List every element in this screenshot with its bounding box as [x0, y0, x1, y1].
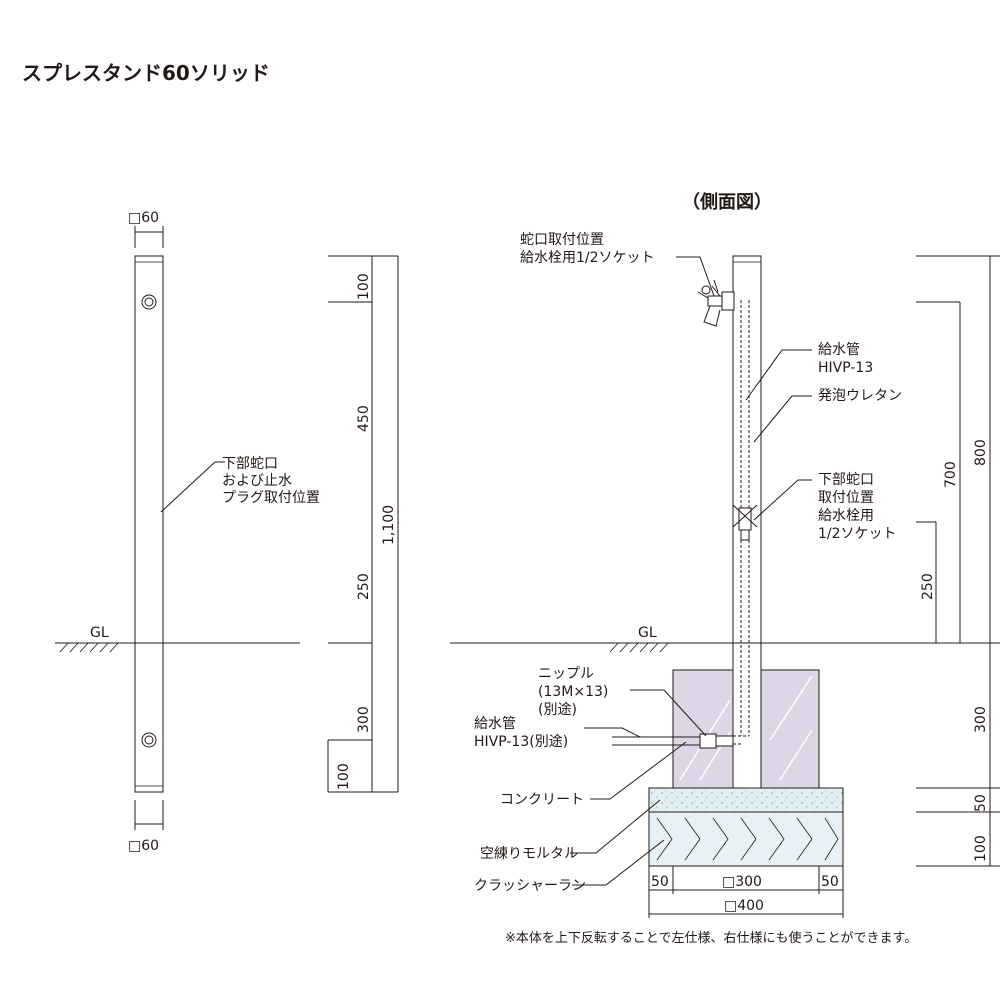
nipple-label: ニップル (13M×13) (別途): [538, 666, 613, 718]
side-dim-300: 300: [973, 706, 989, 733]
front-top-size: □60: [128, 210, 159, 226]
crusher-label: クラッシャーラン: [474, 878, 586, 894]
side-lower-faucet-label: 下部蛇口 取付位置 給水栓用 1/2ソケット: [818, 472, 897, 542]
supply-pipe-label: 給水管 HIVP-13: [818, 342, 873, 376]
front-lower-faucet-label: 下部蛇口 および止水 プラグ取付位置: [222, 456, 320, 506]
footnote: ※本体を上下反転することで左仕様、右仕様にも使うことができます。: [505, 930, 917, 946]
mortar-layer: [648, 787, 844, 813]
foam-label: 発泡ウレタン: [818, 388, 902, 404]
side-view-title: （側面図）: [682, 191, 772, 213]
upper-outlet-icon: [141, 294, 157, 310]
lower-outlet-icon: [141, 732, 157, 748]
front-dim-250: 250: [356, 573, 372, 600]
mortar-label: 空練りモルタル: [480, 846, 578, 862]
front-post: [134, 255, 164, 793]
foundation-dim-total: □400: [724, 898, 764, 914]
side-dim-800: 800: [973, 439, 989, 466]
side-dim-100: 100: [973, 835, 989, 862]
lower-faucet-icon: [732, 504, 758, 541]
faucet-position-label: 蛇口取付位置 給水栓用1/2ソケット: [520, 232, 655, 266]
front-view: □60 □60 下部蛇口 および止水 プラグ取付位置 GL: [55, 210, 399, 854]
front-dim-450: 450: [356, 405, 372, 432]
nipple-icon: [699, 733, 734, 749]
upper-faucet-icon: [697, 279, 735, 327]
crusher-layer: [648, 811, 844, 867]
foundation-dim-center: □300: [722, 874, 762, 890]
side-dim-250: 250: [920, 573, 936, 600]
foundation-dim-right: 50: [821, 874, 839, 890]
front-dim-total: 1,100: [381, 505, 397, 545]
front-dim-300: 300: [356, 706, 372, 733]
front-gl-label: GL: [90, 625, 109, 641]
foundation-dim-left: 50: [651, 874, 669, 890]
front-dim-100-bottom: 100: [336, 763, 352, 790]
side-dim-50: 50: [973, 794, 989, 812]
side-gl-label: GL: [638, 625, 657, 641]
front-dim-100-top: 100: [356, 273, 372, 300]
supply-separate-label: 給水管 HIVP-13(別途): [474, 716, 568, 750]
concrete-label: コンクリート: [500, 792, 584, 808]
side-view: （側面図）: [450, 191, 1000, 918]
side-dim-700: 700: [943, 461, 959, 488]
page-title: スプレスタンド60ソリッド: [22, 61, 270, 85]
front-bottom-size: □60: [128, 838, 159, 854]
